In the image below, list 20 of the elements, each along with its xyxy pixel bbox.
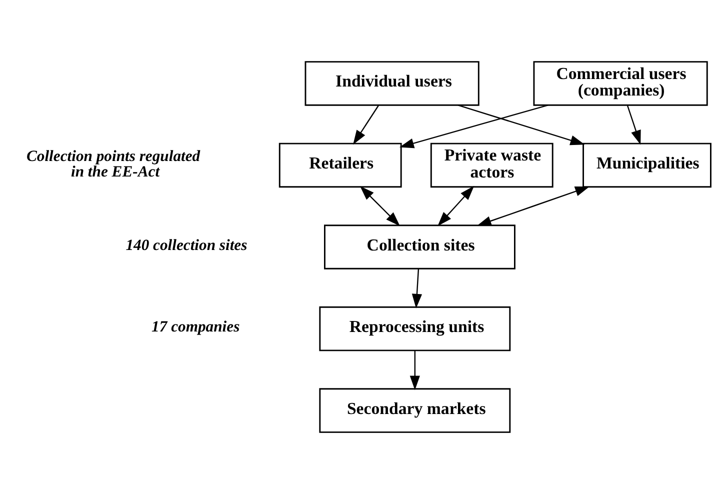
node-box: Commercial users (companies) <box>533 60 708 106</box>
arrow <box>438 185 474 226</box>
node-box: Secondary markets <box>319 388 511 432</box>
node-box: Retailers <box>278 142 402 188</box>
arrow <box>476 186 590 226</box>
node-box: Municipalities <box>582 142 712 188</box>
arrow <box>412 268 422 308</box>
label: Collection points regulated in the EE-Act <box>26 147 200 180</box>
node-box: Individual users <box>304 60 480 106</box>
node-box: Collection sites <box>324 224 516 269</box>
arrow <box>626 104 641 144</box>
arrow <box>410 350 420 390</box>
arrow <box>458 104 585 145</box>
arrow <box>353 104 379 144</box>
arrow <box>399 104 548 148</box>
arrow <box>360 185 400 226</box>
node-box: Reprocessing units <box>319 306 511 351</box>
label: 140 collection sites <box>126 236 248 254</box>
node-box: Private waste actors <box>430 142 554 188</box>
label: 17 companies <box>152 318 240 336</box>
